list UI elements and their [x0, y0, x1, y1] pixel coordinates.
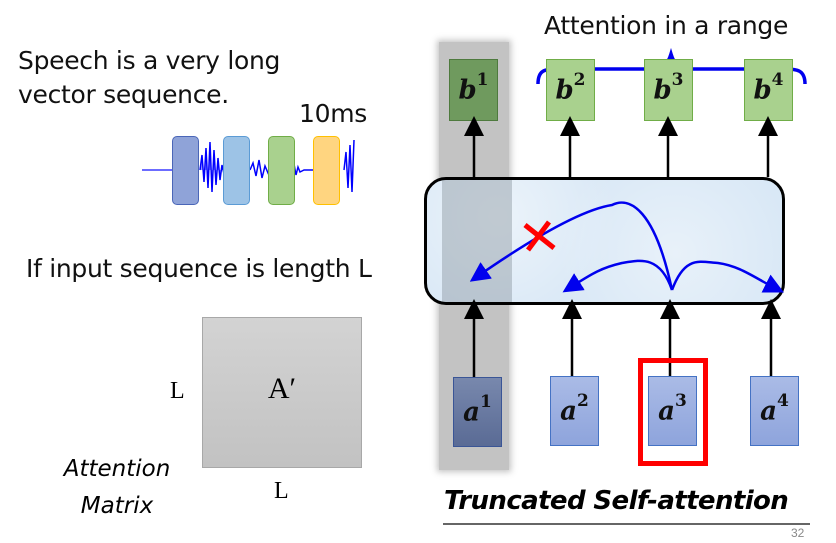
output-b1: b1 — [449, 59, 498, 121]
output-b1-label: b1 — [458, 70, 489, 106]
matrix-caption: Attention Matrix — [52, 451, 182, 525]
matrix-row-dimension: L — [170, 378, 185, 404]
attention-matrix: A′ — [202, 317, 362, 468]
input-length-label: If input sequence is length L — [26, 254, 372, 283]
speech-description-line1: Speech is a very long — [18, 46, 281, 75]
attention-curve-to-2 — [562, 259, 674, 293]
range-label: Attention in a range — [544, 11, 789, 40]
output-b2: b2 — [546, 59, 595, 121]
output-b3: b3 — [644, 59, 693, 121]
attention-curve-to-4 — [670, 260, 784, 293]
output-b4: b4 — [744, 59, 793, 121]
attention-curve-to-1 — [469, 201, 674, 291]
slide-title: Truncated Self-attention — [444, 486, 789, 516]
speech-description-line2: vector sequence. — [18, 80, 229, 109]
wave-frame-2 — [223, 136, 250, 205]
matrix-caption-line2: Matrix — [80, 493, 154, 519]
input-a2-label: a2 — [560, 391, 589, 427]
output-b4-label: b4 — [753, 70, 784, 106]
blocked-attention-x-icon — [523, 220, 556, 252]
output-b3-label: b3 — [653, 70, 684, 106]
page-number: 32 — [791, 526, 805, 540]
speech-waveform — [140, 130, 360, 210]
input-a2: a2 — [550, 376, 599, 446]
wave-frame-1 — [172, 136, 199, 205]
matrix-col-dimension: L — [274, 478, 289, 504]
matrix-label: A′ — [267, 371, 297, 405]
input-a1: a1 — [453, 377, 502, 447]
wave-frame-4 — [313, 136, 340, 205]
input-a1-label: a1 — [463, 392, 492, 428]
wave-frame-3 — [268, 136, 295, 205]
query-highlight-box — [638, 358, 708, 466]
input-length-text: If input sequence is length L — [26, 254, 372, 283]
matrix-caption-line1: Attention — [63, 456, 171, 482]
title-underline — [443, 523, 810, 525]
input-a4: a4 — [750, 376, 799, 446]
frame-duration-label: 10ms — [299, 99, 367, 128]
input-a3: a3 — [648, 376, 697, 446]
output-b2-label: b2 — [555, 70, 586, 106]
input-a4-label: a4 — [760, 391, 789, 427]
input-a3-label: a3 — [658, 391, 687, 427]
